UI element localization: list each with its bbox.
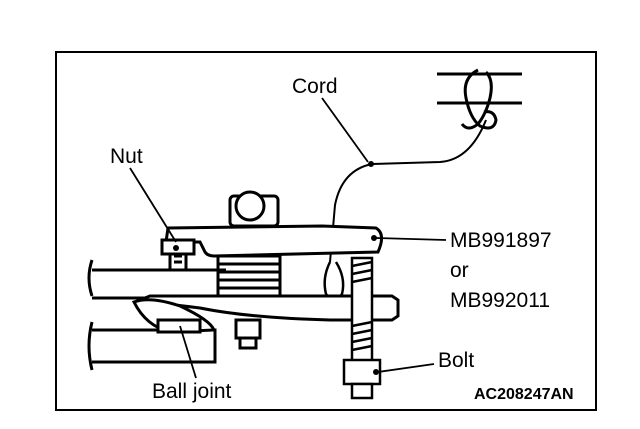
leader-dots [173, 235, 379, 375]
tool-upper-jaw [164, 224, 383, 258]
cord-label: Cord [292, 75, 338, 98]
figure-frame [55, 51, 597, 411]
tool-alt-label: MB992011 [450, 289, 551, 312]
nut [160, 238, 196, 272]
bolt-label: Bolt [438, 349, 475, 372]
ball-joint [131, 298, 217, 334]
nut-label: Nut [110, 145, 143, 168]
bolt [342, 256, 382, 400]
tool-knob [228, 190, 280, 228]
lower-nut [234, 318, 262, 350]
lower-arm [87, 259, 226, 371]
tool-or-label: or [450, 259, 469, 282]
tool-primary-label: MB991897 [450, 229, 552, 252]
spring [216, 254, 282, 298]
upper-arm [437, 68, 522, 130]
ball-joint-label: Ball joint [152, 380, 232, 403]
leader-lines [129, 97, 447, 379]
figure-code: AC208247AN [474, 386, 574, 403]
